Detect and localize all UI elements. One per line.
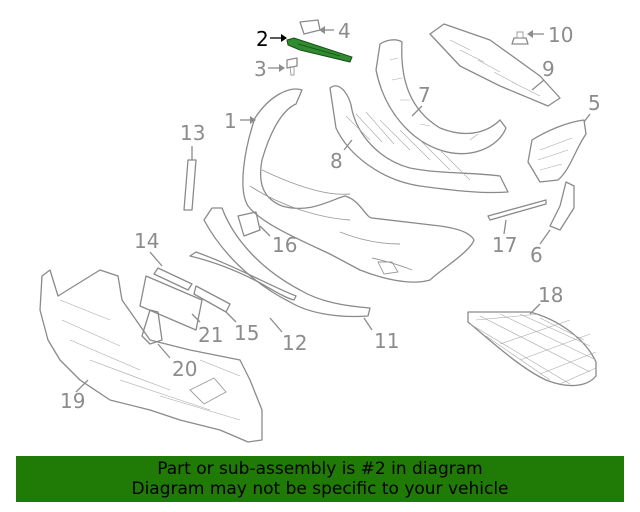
callout-20: 20: [157, 343, 197, 381]
callout-15: 15: [225, 311, 259, 345]
part-1-bumper-cover: [242, 88, 475, 283]
svg-text:17: 17: [492, 233, 517, 257]
callout-10: 10: [527, 23, 573, 47]
svg-text:8: 8: [330, 149, 343, 173]
part-10-fastener: [511, 31, 529, 45]
callout-11: 11: [363, 317, 399, 353]
callout-6: 6: [530, 229, 551, 267]
banner-line-2: Diagram may not be specific to your vehi…: [131, 479, 509, 499]
part-17-rod: [487, 199, 547, 221]
callout-21: 21: [191, 313, 223, 347]
info-banner: Part or sub-assembly is #2 in diagram Di…: [16, 456, 624, 502]
part-8-grille-frame: [329, 85, 509, 194]
part-4-bracket: [299, 19, 321, 35]
part-20-bracket: [141, 309, 163, 345]
callout-16: 16: [259, 225, 297, 257]
svg-text:10: 10: [548, 23, 573, 47]
svg-text:6: 6: [530, 243, 543, 267]
part-11-lower-spoiler: [203, 207, 371, 318]
svg-text:11: 11: [374, 329, 399, 353]
svg-text:2: 2: [256, 27, 269, 51]
part-19-carrier: [39, 269, 263, 443]
part-2-highlighted-trim: [286, 37, 353, 63]
callout-14: 14: [134, 229, 163, 267]
part-5-side-bracket: [527, 119, 587, 183]
part-14-strip: [153, 267, 193, 291]
callout-12: 12: [269, 317, 307, 355]
callout-3: 3: [254, 57, 285, 81]
callout-13: 13: [180, 121, 205, 160]
part-21-plate-bracket: [139, 275, 203, 331]
svg-text:9: 9: [542, 57, 555, 81]
svg-text:4: 4: [338, 19, 351, 43]
part-7-upper-arc: [375, 39, 507, 155]
svg-text:12: 12: [282, 331, 307, 355]
part-9-grille-insert: [429, 23, 561, 107]
svg-text:16: 16: [272, 233, 297, 257]
svg-text:19: 19: [60, 389, 85, 413]
part-18-mesh-grille: [467, 311, 597, 387]
svg-text:7: 7: [418, 83, 431, 107]
callout-7: 7: [411, 83, 431, 117]
part-3-clip: [286, 57, 298, 76]
callout-18: 18: [529, 283, 563, 315]
parts-diagram: 1 2 3 4 5 6 7 8 9: [39, 19, 601, 443]
svg-text:1: 1: [224, 109, 237, 133]
svg-text:20: 20: [172, 357, 197, 381]
part-13-side-strip: [183, 159, 197, 211]
callout-2: 2: [256, 27, 287, 51]
svg-text:13: 13: [180, 121, 205, 145]
callout-19: 19: [60, 379, 89, 413]
banner-line-1: Part or sub-assembly is #2 in diagram: [157, 459, 483, 479]
svg-text:3: 3: [254, 57, 267, 81]
callout-1: 1: [224, 109, 256, 133]
callout-8: 8: [330, 139, 353, 173]
callout-5: 5: [583, 91, 601, 123]
part-6-side-piece: [549, 181, 575, 231]
svg-text:15: 15: [234, 321, 259, 345]
svg-text:18: 18: [538, 283, 563, 307]
svg-text:14: 14: [134, 229, 159, 253]
callout-17: 17: [492, 219, 517, 257]
part-16-sensor-bracket: [237, 211, 261, 237]
svg-text:5: 5: [588, 91, 601, 115]
callout-4: 4: [319, 19, 351, 43]
callout-9: 9: [531, 57, 555, 91]
svg-text:21: 21: [198, 323, 223, 347]
part-12-lower-trim: [189, 251, 297, 301]
